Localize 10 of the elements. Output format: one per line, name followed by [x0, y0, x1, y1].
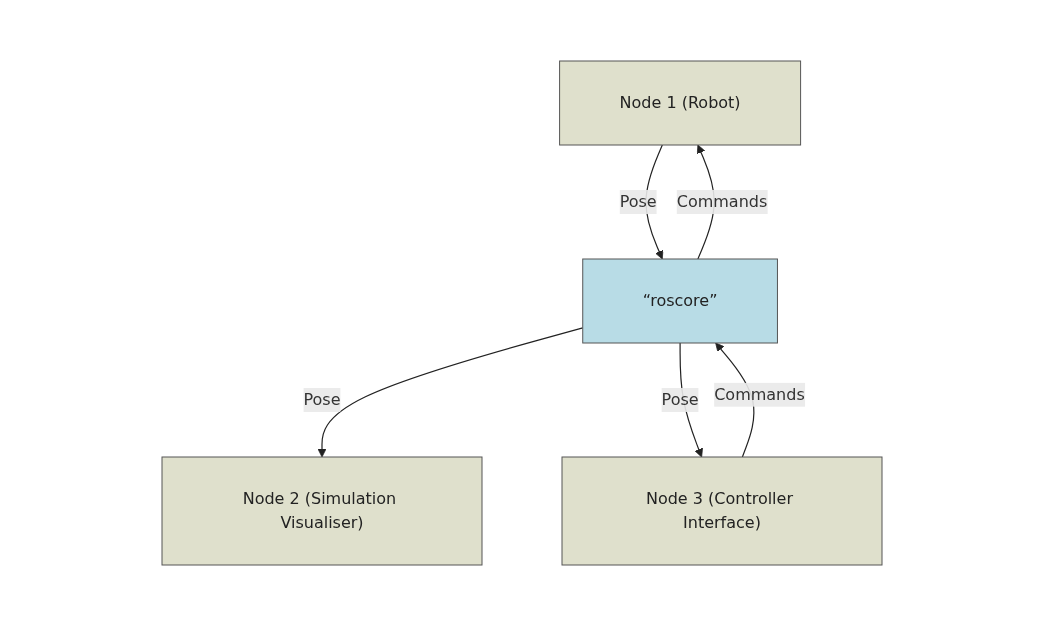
edge-label: Pose — [661, 390, 699, 409]
node-box: Node 3 (Controller Interface) — [561, 456, 883, 566]
edge-label: Pose — [303, 390, 341, 409]
node-box: Node 2 (Simulation Visualiser) — [161, 456, 483, 566]
edge-label: Pose — [619, 192, 657, 211]
node-box: “roscore” — [582, 258, 778, 344]
arrow — [317, 327, 584, 458]
node-box: Node 1 (Robot) — [559, 60, 802, 146]
edge-label: Commands — [714, 384, 805, 404]
edge-label: Commands — [676, 192, 768, 211]
